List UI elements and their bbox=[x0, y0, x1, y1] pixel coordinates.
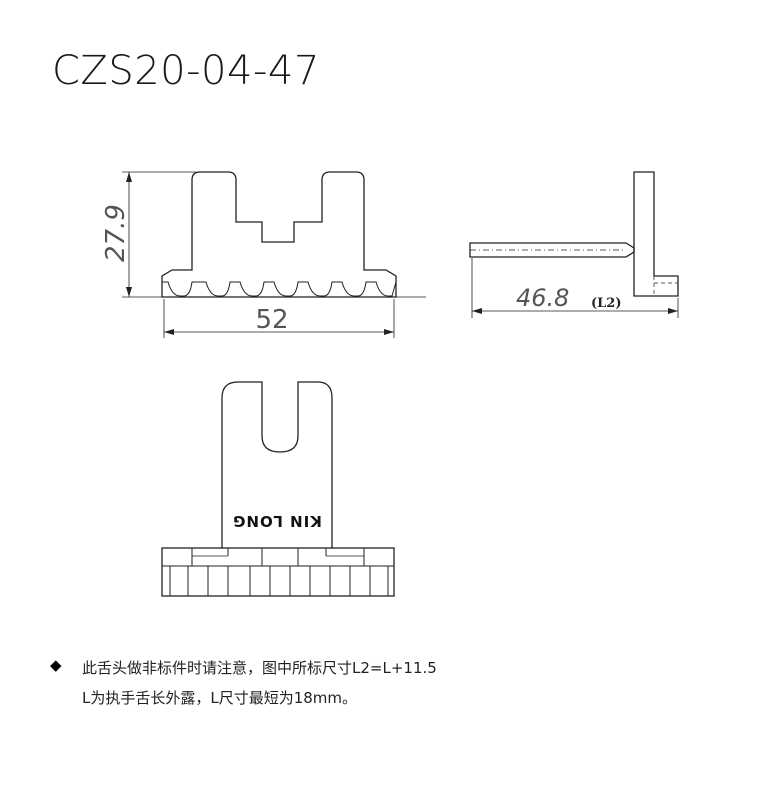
brand-mark: KIN LONG bbox=[232, 512, 322, 530]
note-line-1: 此舌头做非标件时请注意，图中所标尺寸L2=L+11.5 bbox=[82, 659, 437, 677]
arrow-icon bbox=[384, 329, 394, 335]
side-view: 46.8 (L2) bbox=[469, 171, 679, 318]
length-dimension-label: 46.8 bbox=[516, 284, 569, 312]
plan-tongue-outline bbox=[221, 381, 333, 548]
note-bullet-icon: ◆ bbox=[50, 656, 62, 674]
front-body-outline bbox=[161, 171, 397, 298]
front-view: 27.9 52 bbox=[101, 171, 426, 338]
height-dimension-label: 27.9 bbox=[101, 204, 131, 262]
arrow-icon bbox=[668, 308, 678, 314]
arrow-icon bbox=[164, 329, 174, 335]
front-teeth bbox=[162, 281, 397, 297]
length-tag-label: (L2) bbox=[591, 296, 622, 311]
width-dimension-label: 52 bbox=[255, 305, 288, 335]
arrow-icon bbox=[126, 287, 132, 297]
plan-cell-line bbox=[227, 548, 327, 556]
arrow-icon bbox=[472, 308, 482, 314]
note-line-2: L为执手舌长外露，L尺寸最短为18mm。 bbox=[82, 689, 358, 707]
arrow-icon bbox=[126, 172, 132, 182]
drawing-title: CZS20-04-47 bbox=[52, 48, 320, 94]
plan-base-block bbox=[161, 547, 395, 597]
side-post bbox=[633, 171, 679, 297]
plan-view: KIN LONG bbox=[161, 381, 395, 597]
